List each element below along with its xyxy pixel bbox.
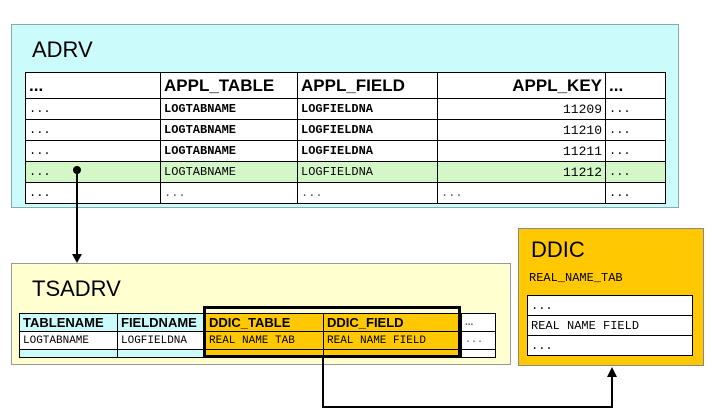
table-cell: REAL NAME TAB xyxy=(205,331,324,350)
table-cell: ... xyxy=(25,182,161,204)
tsadrv-header-cell: FIELDNAME xyxy=(117,313,206,332)
table-cell: ... xyxy=(605,161,666,183)
ddic-table-name: REAL_NAME_TAB xyxy=(529,271,623,285)
tsadrv-header-row: TABLENAME FIELDNAME DDIC_TABLE DDIC_FIEL… xyxy=(19,313,496,332)
ddic-panel: DDIC REAL_NAME_TAB ... REAL NAME FIELD .… xyxy=(518,228,704,366)
table-cell: LOGTABNAME xyxy=(160,140,298,162)
table-cell xyxy=(461,349,496,358)
tsadrv-to-ddic-arrow-line xyxy=(322,358,613,408)
table-cell: ... xyxy=(605,119,666,141)
ddic-table: ... REAL NAME FIELD ... xyxy=(527,295,693,356)
arrow-head-down-icon xyxy=(72,254,82,263)
table-cell: REAL NAME FIELD xyxy=(323,331,462,350)
table-row: ... ... ... ... ... xyxy=(25,182,666,204)
adrv-title: ADRV xyxy=(32,37,93,62)
table-cell: LOGFIELDNA xyxy=(297,98,438,120)
table-cell: 11212 xyxy=(437,161,606,183)
adrv-header-cell: APPL_TABLE xyxy=(160,72,298,99)
table-row: ... LOGTABNAME LOGFIELDNA 11209 ... xyxy=(25,98,666,120)
table-cell: LOGFIELDNA xyxy=(297,119,438,141)
adrv-table: ... APPL_TABLE APPL_FIELD APPL_KEY ... .… xyxy=(25,72,666,204)
tsadrv-title: TSADRV xyxy=(32,276,121,301)
table-cell: 11210 xyxy=(437,119,606,141)
table-cell: ... xyxy=(25,161,161,183)
table-row: ... xyxy=(527,335,693,356)
table-row: LOGTABNAME LOGFIELDNA REAL NAME TAB REAL… xyxy=(19,331,496,350)
arrow-head-up-icon xyxy=(607,367,617,377)
adrv-header-cell: ... xyxy=(605,72,666,99)
table-cell: ... xyxy=(605,140,666,162)
ddic-title: DDIC xyxy=(531,237,585,262)
table-cell: LOGTABNAME xyxy=(160,161,298,183)
adrv-panel: ADRV ... APPL_TABLE APPL_FIELD APPL_KEY … xyxy=(11,24,679,208)
table-cell: ... xyxy=(527,335,693,356)
table-row: ... xyxy=(527,295,693,316)
table-row xyxy=(19,349,496,358)
table-cell: ... xyxy=(605,182,666,204)
table-cell: ... xyxy=(437,182,606,204)
tsadrv-header-cell: TABLENAME xyxy=(19,313,118,332)
table-cell: LOGFIELDNA xyxy=(117,331,206,350)
tsadrv-header-cell: DDIC_TABLE xyxy=(205,313,324,332)
table-cell: ... xyxy=(25,98,161,120)
table-cell: ... xyxy=(25,119,161,141)
table-cell: ... xyxy=(527,295,693,316)
table-row: ... LOGTABNAME LOGFIELDNA 11210 ... xyxy=(25,119,666,141)
highlighted-row: ... LOGTABNAME LOGFIELDNA 11212 ... xyxy=(25,161,666,183)
tsadrv-header-cell: DDIC_FIELD xyxy=(323,313,462,332)
ddic-columns-highlight-box xyxy=(203,306,461,358)
